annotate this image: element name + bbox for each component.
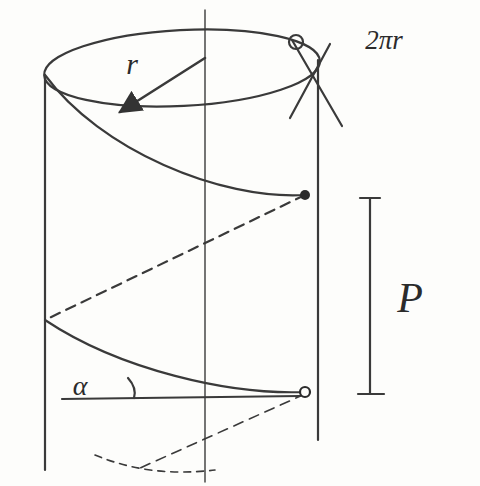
pitch-label: P bbox=[397, 277, 423, 319]
pitch-dimension-line bbox=[369, 198, 371, 394]
helix-back-lower bbox=[140, 394, 305, 468]
pitch-dimension-tick bbox=[360, 197, 380, 199]
helix-back-upper bbox=[45, 195, 305, 320]
cylinder-left-edge bbox=[44, 75, 46, 470]
bottom-ellipse-hint bbox=[95, 455, 215, 472]
radius-label: r bbox=[126, 49, 138, 79]
angle-arc bbox=[128, 378, 135, 398]
helix-point bbox=[300, 387, 310, 397]
helix-front-upper bbox=[45, 75, 305, 195]
circumference-label: 2πr bbox=[365, 27, 403, 54]
pitch-dimension-tick bbox=[358, 393, 384, 395]
cross-mark bbox=[292, 40, 342, 126]
cross-mark bbox=[290, 44, 330, 118]
angle-label: α bbox=[73, 372, 88, 400]
top-ellipse bbox=[42, 23, 322, 113]
cylinder-axis bbox=[204, 10, 205, 482]
angle-baseline bbox=[62, 396, 300, 399]
helix-point bbox=[300, 190, 310, 200]
cylinder-right-edge bbox=[317, 60, 319, 440]
